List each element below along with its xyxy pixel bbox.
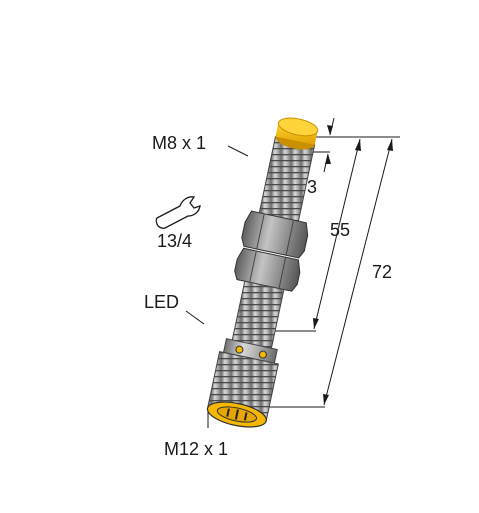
label-wrench-size: 13/4 xyxy=(157,231,192,251)
arrowhead-55-bottom xyxy=(313,318,319,329)
label-dim-55: 55 xyxy=(330,220,350,240)
lower-nut xyxy=(234,247,301,292)
arrowhead-72-bottom xyxy=(323,394,329,405)
label-dim-3: 3 xyxy=(307,177,317,197)
lower-thread xyxy=(231,280,285,351)
led-indicator-2 xyxy=(258,350,267,359)
arrowheads xyxy=(313,125,393,405)
label-led: LED xyxy=(144,292,179,312)
leader-m8 xyxy=(227,145,249,157)
label-thread-top: M8 x 1 xyxy=(152,133,206,153)
dim-55-line xyxy=(313,138,361,330)
upper-nut xyxy=(241,210,309,259)
wrench-icon xyxy=(155,196,201,229)
arrowhead-72-top xyxy=(387,139,393,151)
arrowhead-3-bottom xyxy=(325,154,331,164)
arrowhead-55-top xyxy=(355,139,361,151)
cap-top xyxy=(277,117,319,137)
sensor-body xyxy=(206,117,319,428)
label-thread-bottom: M12 x 1 xyxy=(164,439,228,459)
leader-led xyxy=(185,310,205,325)
arrowhead-3-top xyxy=(327,125,333,135)
led-indicator-1 xyxy=(235,345,244,354)
dim-72-line xyxy=(323,138,393,406)
label-dim-72: 72 xyxy=(372,262,392,282)
